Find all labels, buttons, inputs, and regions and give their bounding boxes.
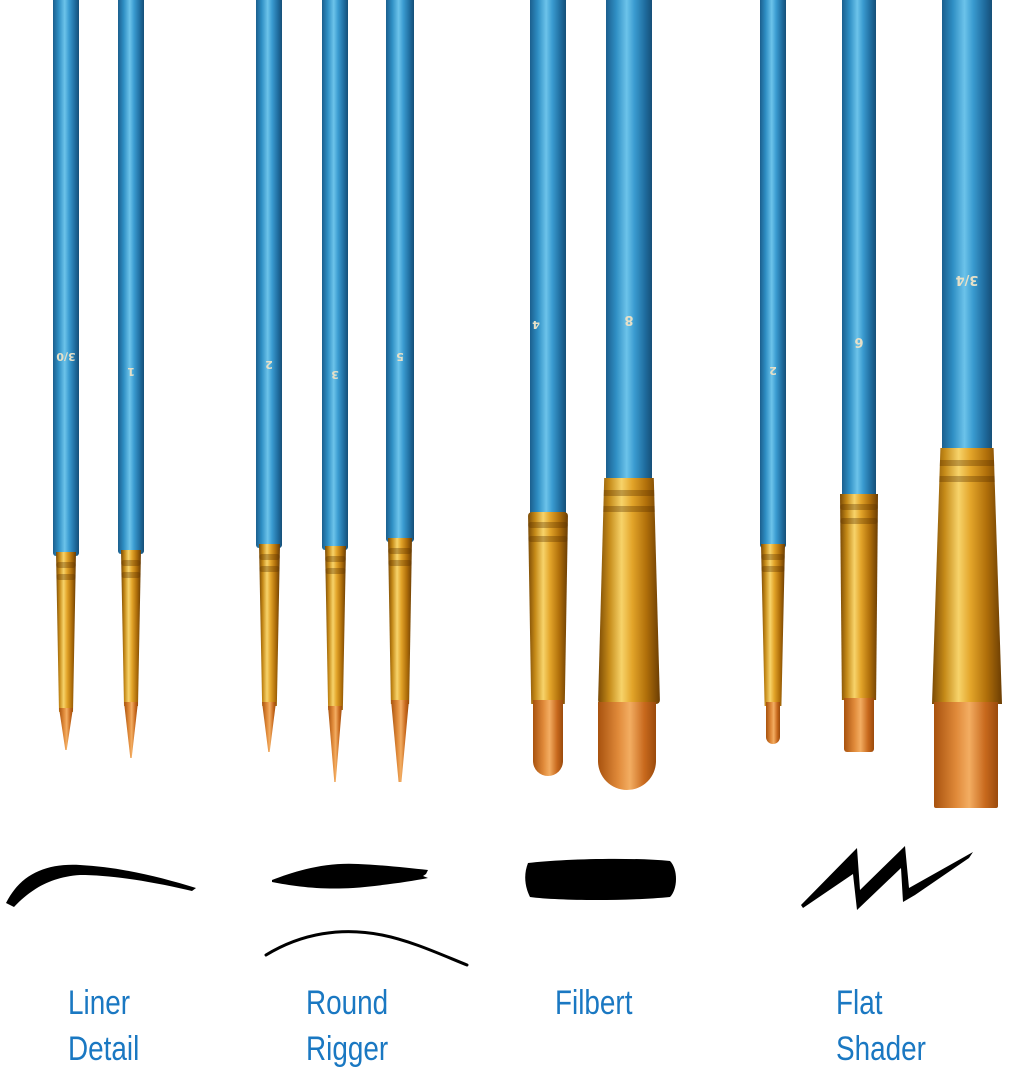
brush-size-number: 1 [127,365,135,378]
flat-stroke-sample [801,846,973,910]
brush-ferrule [761,544,785,706]
label-line-1: Flat [836,984,883,1022]
brush-size-number: 4 [532,318,540,331]
brush-size-number: 3/4 [955,272,979,287]
round-stroke-sample [272,863,428,889]
brush-bristle [533,700,563,776]
brush-ferrule [840,494,878,700]
label-line-2: Detail [68,1030,140,1068]
brush-ferrule [121,550,141,706]
label-flat-shader: Flat Shader [836,980,926,1072]
brush-bristle [328,706,342,782]
brush-size-number: 3 [331,368,339,381]
label-line-1: Filbert [555,984,633,1022]
brush-handle [118,0,144,554]
brush-size-number: 2 [265,358,273,371]
label-filbert: Filbert [555,980,632,1026]
brush-ferrule [932,448,1002,704]
brush-size-number: 3/0 [56,350,76,363]
brush-ferrule [388,538,412,704]
brush-size-number: 6 [854,334,864,349]
brush-handle [842,0,876,498]
brush-ferrule [598,478,660,704]
brush-bristle [598,702,656,790]
brush-handle [386,0,414,542]
brush-bristle [766,702,780,744]
brush-handle [760,0,786,548]
label-line-1: Round [306,984,389,1022]
brush-handle [530,0,566,516]
brush-handle [256,0,282,548]
brush-size-number: 5 [396,350,404,363]
brush-handle [606,0,652,484]
brush-size-number: 8 [624,312,634,327]
brush-bristle [262,702,276,752]
brush-bristle [124,702,138,758]
label-liner-detail: Liner Detail [68,980,139,1072]
brush-size-number: 2 [769,364,777,377]
brush-handle [53,0,79,556]
brush-bristle [59,708,73,750]
label-line-1: Liner [68,984,130,1022]
brush-bristle [844,698,874,752]
filbert-stroke-sample [525,858,676,900]
brush-ferrule [56,552,76,712]
brush-bristle [934,702,998,808]
brush-ferrule [325,546,346,710]
liner-stroke-sample [6,864,196,907]
rigger-stroke-sample [264,930,469,967]
brush-handle [942,0,992,454]
brush-ferrule [528,512,568,704]
label-line-2: Shader [836,1030,926,1068]
brush-bristle [391,700,409,782]
brush-handle [322,0,348,550]
brush-ferrule [259,544,280,706]
label-line-2: Rigger [306,1030,389,1068]
label-round-rigger: Round Rigger [306,980,388,1072]
